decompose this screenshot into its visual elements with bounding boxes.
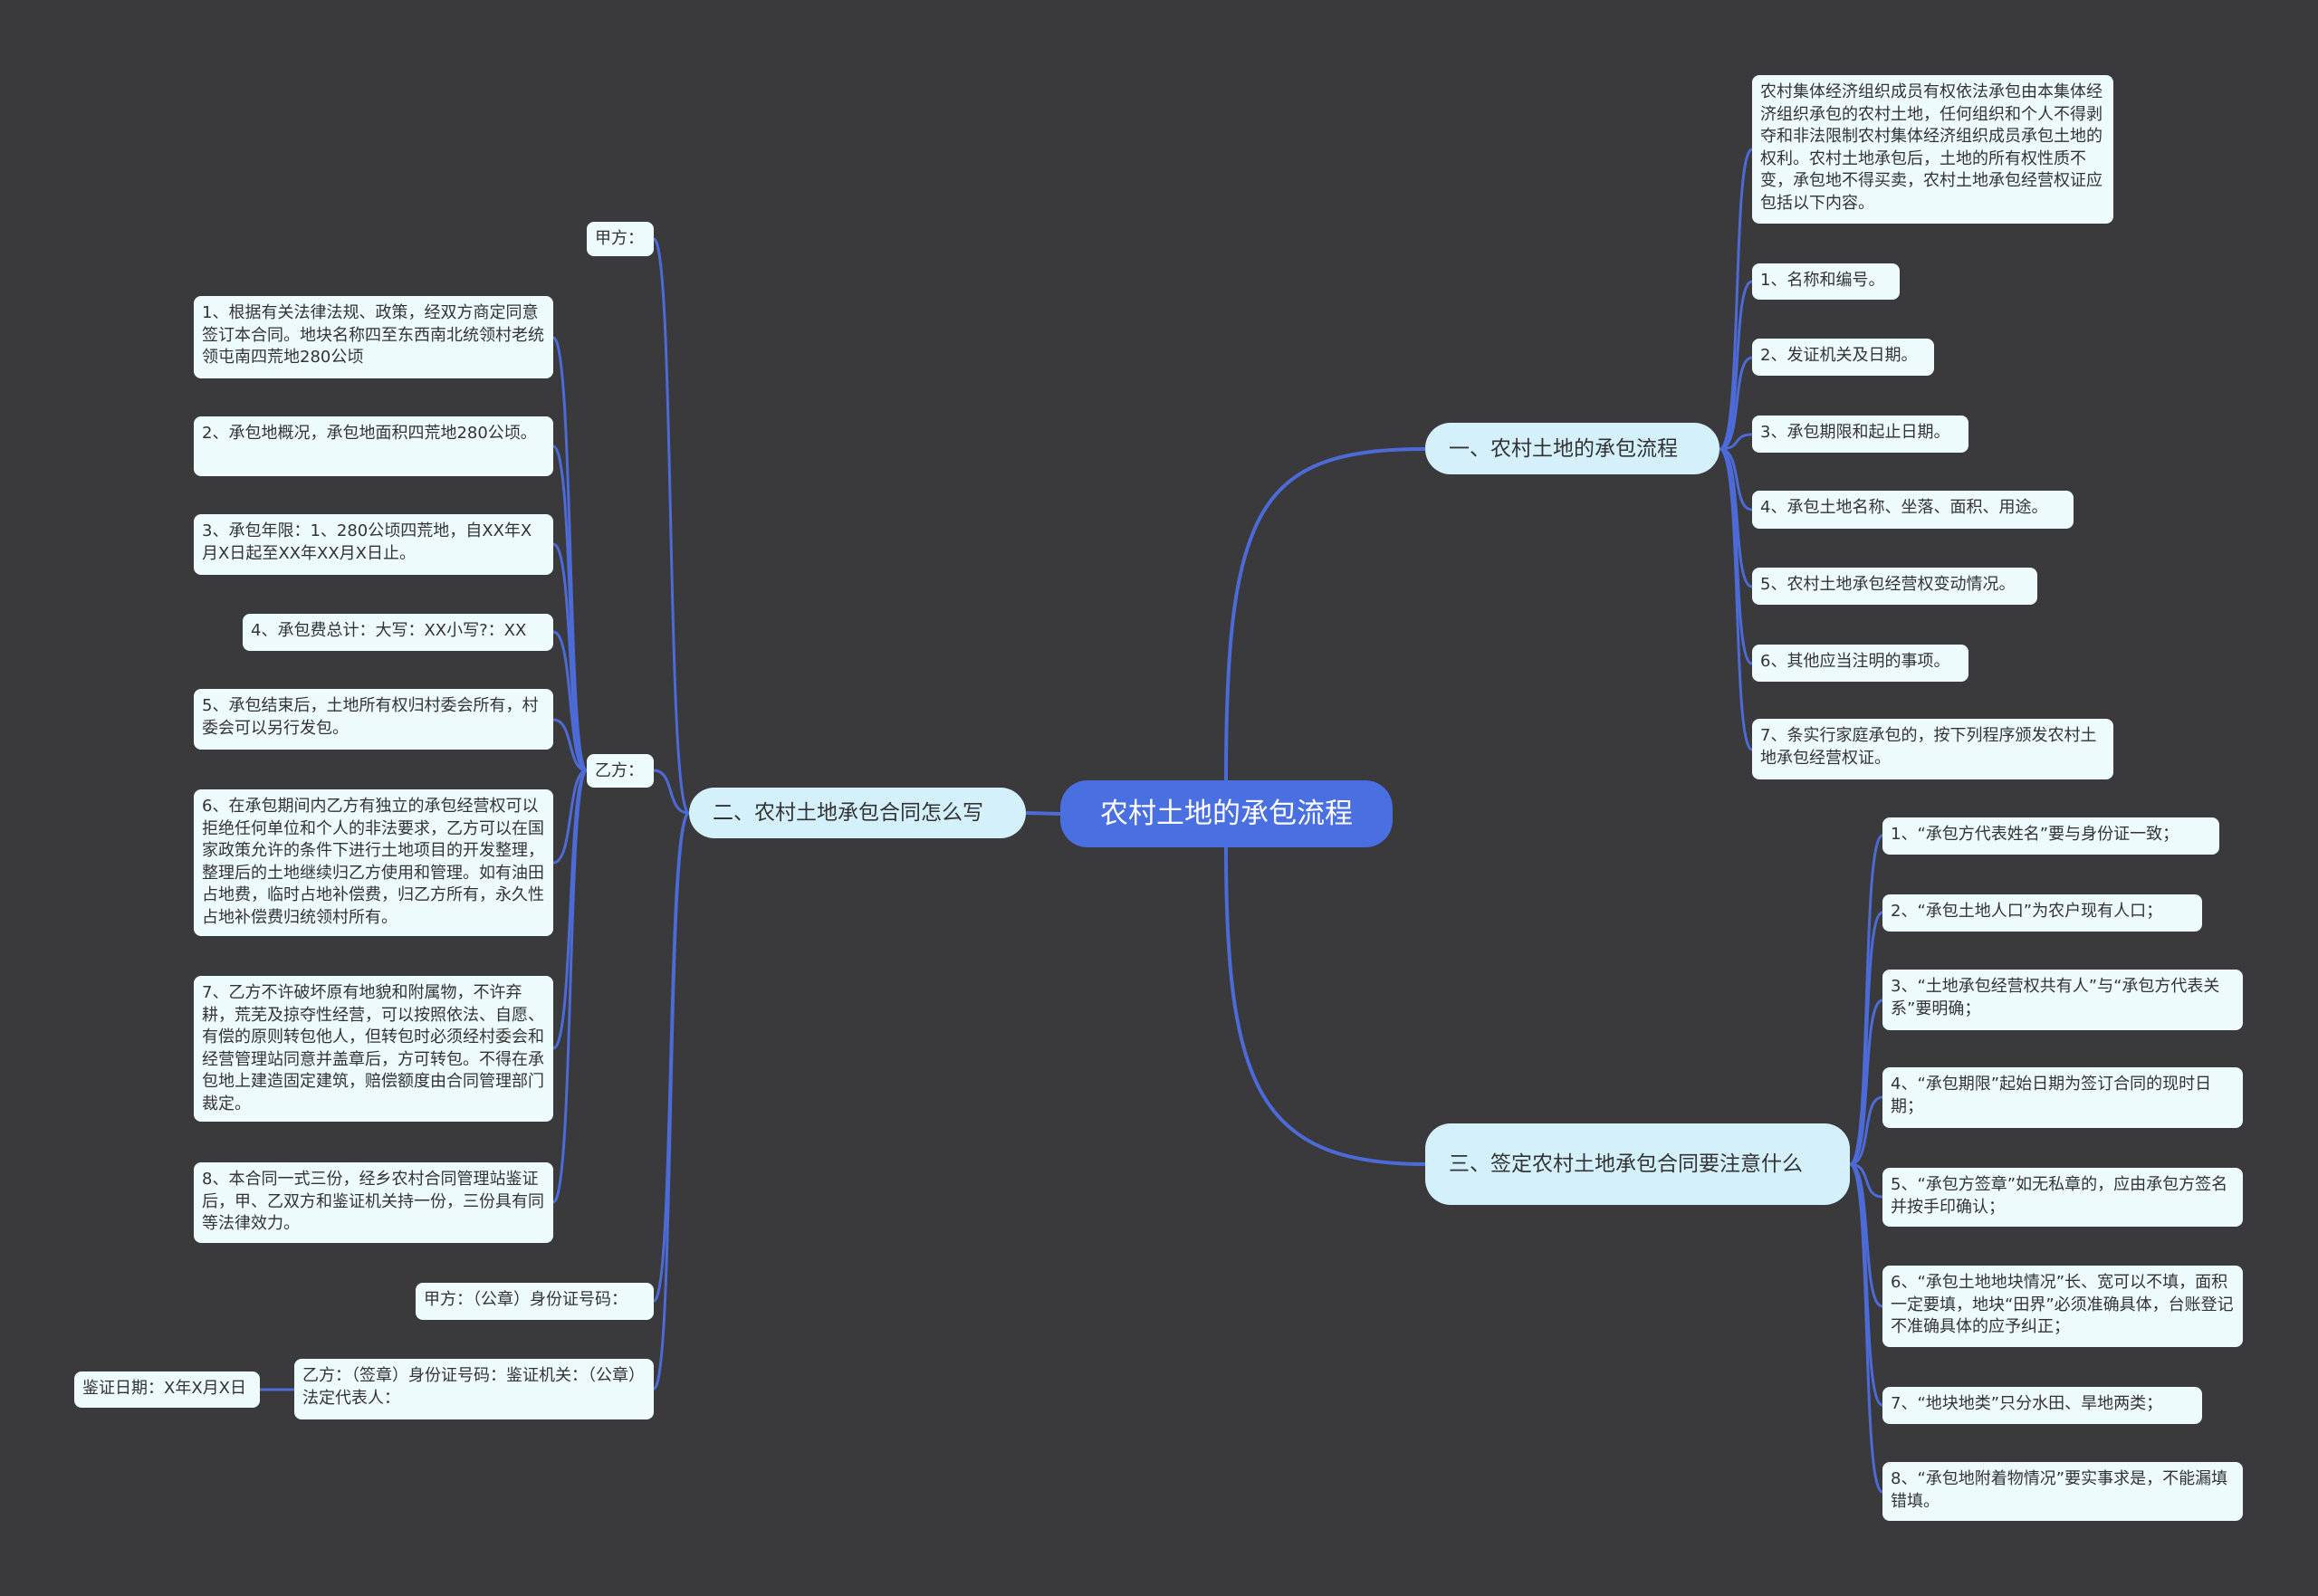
connector-line: [1224, 846, 1426, 1166]
process-item[interactable]: 7、条实行家庭承包的，按下列程序颁发农村土地承包经营权证。: [1752, 719, 2113, 779]
connector-line: [1849, 1162, 1883, 1494]
intro-node[interactable]: 农村集体经济组织成员有权依法承包由本集体经济组织承包的农村土地，任何组织和个人不…: [1752, 75, 2113, 224]
clause-item[interactable]: 2、承包地概况，承包地面积四荒地280公顷。: [194, 416, 553, 476]
clause-item[interactable]: 6、在承包期间内乙方有独立的承包经营权可以拒绝任何单位和个人的非法要求，乙方可以…: [194, 789, 553, 936]
clause-item[interactable]: 8、本合同一式三份，经乡农村合同管理站鉴证后，甲、乙双方和鉴证机关持一份，三份具…: [194, 1162, 553, 1243]
branch-how-to-write[interactable]: 二、农村土地承包合同怎么写: [689, 788, 1026, 838]
connector-line: [552, 718, 588, 772]
precaution-item[interactable]: 2、“承包土地人口”为农户现有人口；: [1882, 894, 2202, 932]
party-b-node[interactable]: 乙方：: [587, 754, 654, 788]
process-item[interactable]: 6、其他应当注明的事项。: [1752, 645, 1968, 682]
connector-line: [1849, 911, 1883, 1166]
connector-line: [1025, 811, 1061, 816]
clause-item[interactable]: 5、承包结束后，土地所有权归村委会所有，村委会可以另行发包。: [194, 689, 553, 750]
process-item[interactable]: 2、发证机关及日期。: [1752, 339, 1934, 376]
connector-line: [652, 237, 691, 815]
process-item[interactable]: 3、承包期限和起止日期。: [1752, 416, 1968, 453]
party-a-node[interactable]: 甲方：: [587, 222, 654, 256]
connector-line: [1719, 433, 1753, 451]
sign-party-b[interactable]: 乙方：（签章）身份证号码：鉴证机关：（公章）法定代表人：: [294, 1359, 654, 1419]
precaution-item[interactable]: 8、“承包地附着物情况”要实事求是，不能漏填错填。: [1882, 1462, 2243, 1521]
process-item[interactable]: 1、名称和编号。: [1752, 263, 1900, 300]
connector-line: [1849, 1095, 1883, 1166]
clause-item[interactable]: 3、承包年限：1、280公顷四荒地，自XX年X月X日起至XX年XX月X日止。: [194, 514, 553, 575]
verify-date[interactable]: 鉴证日期：X年X月X日: [74, 1371, 260, 1408]
root-topic[interactable]: 农村土地的承包流程: [1060, 780, 1393, 847]
sign-party-a[interactable]: 甲方：（公章）身份证号码：: [416, 1283, 654, 1320]
connector-line: [1849, 1162, 1883, 1308]
connector-line: [552, 769, 588, 865]
connector-line: [551, 769, 589, 1204]
branch-approval-process[interactable]: 一、农村土地的承包流程: [1425, 423, 1719, 474]
connector-line: [552, 630, 588, 772]
connector-line: [1719, 280, 1753, 451]
connector-line: [1849, 1162, 1883, 1199]
connector-line: [1719, 447, 1753, 751]
connector-line: [552, 542, 588, 772]
precaution-item[interactable]: 4、“承包期限”起始日期为签订合同的现时日期；: [1882, 1067, 2243, 1128]
connector-line: [1849, 834, 1883, 1166]
process-item[interactable]: 4、承包土地名称、坐落、面积、用途。: [1752, 491, 2074, 529]
precaution-item[interactable]: 6、“承包土地地块情况”长、宽可以不填，面积一定要填，地块“田界”必须准确具体，…: [1882, 1266, 2243, 1347]
precaution-item[interactable]: 3、“土地承包经营权共有人”与“承包方代表关系”要明确；: [1882, 970, 2243, 1030]
connector-line: [652, 811, 691, 1391]
branch-precautions[interactable]: 三、签定农村土地承包合同要注意什么: [1425, 1123, 1850, 1205]
clause-item[interactable]: 7、乙方不许破坏原有地貌和附属物，不许弃耕，荒芜及掠夺性经营，可以按照依法、自愿…: [194, 976, 553, 1122]
precaution-item[interactable]: 1、“承包方代表姓名”要与身份证一致；: [1882, 817, 2219, 855]
clause-item[interactable]: 4、承包费总计：大写：XX小写?：XX: [243, 614, 553, 651]
precaution-item[interactable]: 5、“承包方签章”如无私章的，应由承包方签名并按手印确认；: [1882, 1168, 2243, 1227]
connector-line: [1719, 148, 1753, 451]
precaution-item[interactable]: 7、“地块地类”只分水田、旱地两类；: [1882, 1387, 2202, 1424]
connector-line: [1719, 356, 1753, 451]
connector-line: [1849, 999, 1883, 1166]
connector-line: [653, 769, 690, 815]
clause-item[interactable]: 1、根据有关法律法规、政策，经双方商定同意签订本合同。地块名称四至东西南北统领村…: [194, 296, 553, 378]
connector-line: [1224, 447, 1426, 781]
process-item[interactable]: 5、农村土地承包经营权变动情况。: [1752, 568, 2037, 605]
